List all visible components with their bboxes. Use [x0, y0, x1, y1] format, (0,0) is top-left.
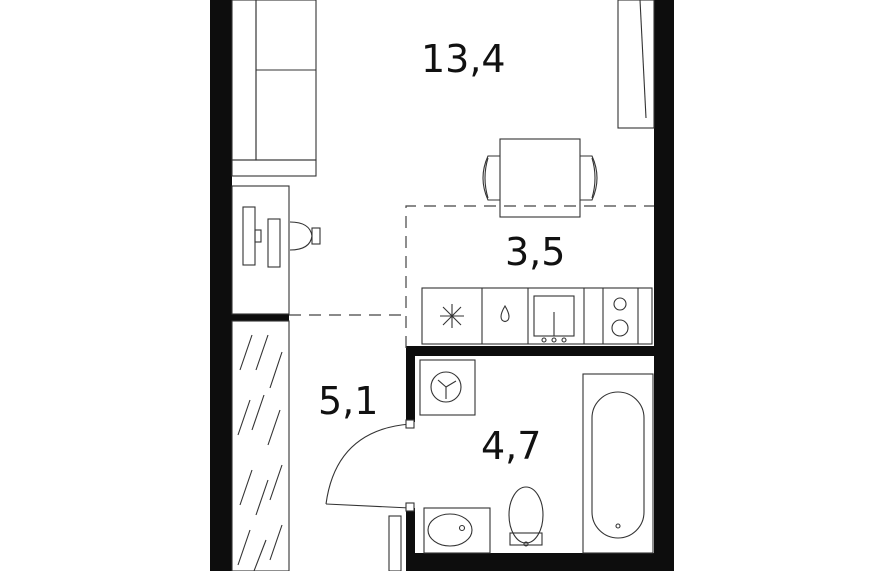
fridge-icon	[440, 304, 464, 328]
room-area-hall: 5,1	[318, 379, 379, 423]
outer-walls	[210, 0, 674, 571]
room-area-kitchen: 3,5	[505, 230, 566, 274]
table-top	[499, 138, 581, 218]
sink	[533, 295, 575, 343]
washing-machine	[419, 359, 476, 416]
desk	[231, 185, 321, 315]
counter-body	[421, 287, 653, 345]
desk-chair	[289, 221, 313, 251]
kitchen-zone-line	[405, 205, 654, 348]
stove	[611, 297, 629, 337]
room-area-living: 13,4	[421, 37, 506, 81]
desk-chair-back	[311, 227, 321, 245]
monitor	[242, 206, 256, 266]
door-hinge-top	[405, 419, 415, 429]
sofa-seat	[255, 0, 317, 161]
desk-item	[267, 218, 281, 268]
dining-table	[482, 138, 598, 218]
monitor-stand	[254, 229, 262, 243]
wardrobe-door-line	[639, 0, 647, 119]
hall-wardrobe	[231, 320, 290, 571]
bathroom-left-wall-upper	[406, 346, 415, 422]
wardrobe-body	[617, 0, 655, 129]
bathroom-top-wall	[406, 346, 654, 356]
wardrobe	[617, 0, 655, 129]
bottom-wall-right	[406, 553, 674, 571]
zone-lines	[289, 205, 654, 348]
door-hinge-bottom	[405, 502, 415, 512]
dining-chair-left	[482, 155, 500, 201]
dining-chair-right	[580, 155, 598, 201]
entrance-door	[325, 419, 415, 512]
dining-chair-right-inner	[591, 157, 596, 199]
dining-chair-left-inner	[484, 157, 489, 199]
sofa	[231, 0, 317, 177]
hall-shelf	[388, 515, 402, 571]
drop-icon	[500, 304, 510, 323]
washbasin	[423, 507, 491, 554]
kitchen-counter	[421, 287, 653, 345]
toilet	[508, 486, 544, 547]
door-swing-arc	[325, 423, 411, 505]
desk-top	[231, 185, 290, 315]
sofa-arm	[231, 159, 317, 177]
bathtub	[582, 373, 654, 554]
left-wall	[210, 0, 232, 571]
sofa-back	[231, 0, 257, 161]
room-area-bathroom: 4,7	[481, 424, 542, 468]
hall-wardrobe-body	[231, 320, 290, 571]
inner-walls	[232, 314, 654, 571]
bathroom-left-wall-lower	[406, 508, 415, 571]
hall-partition	[232, 314, 289, 321]
right-wall	[654, 0, 674, 571]
